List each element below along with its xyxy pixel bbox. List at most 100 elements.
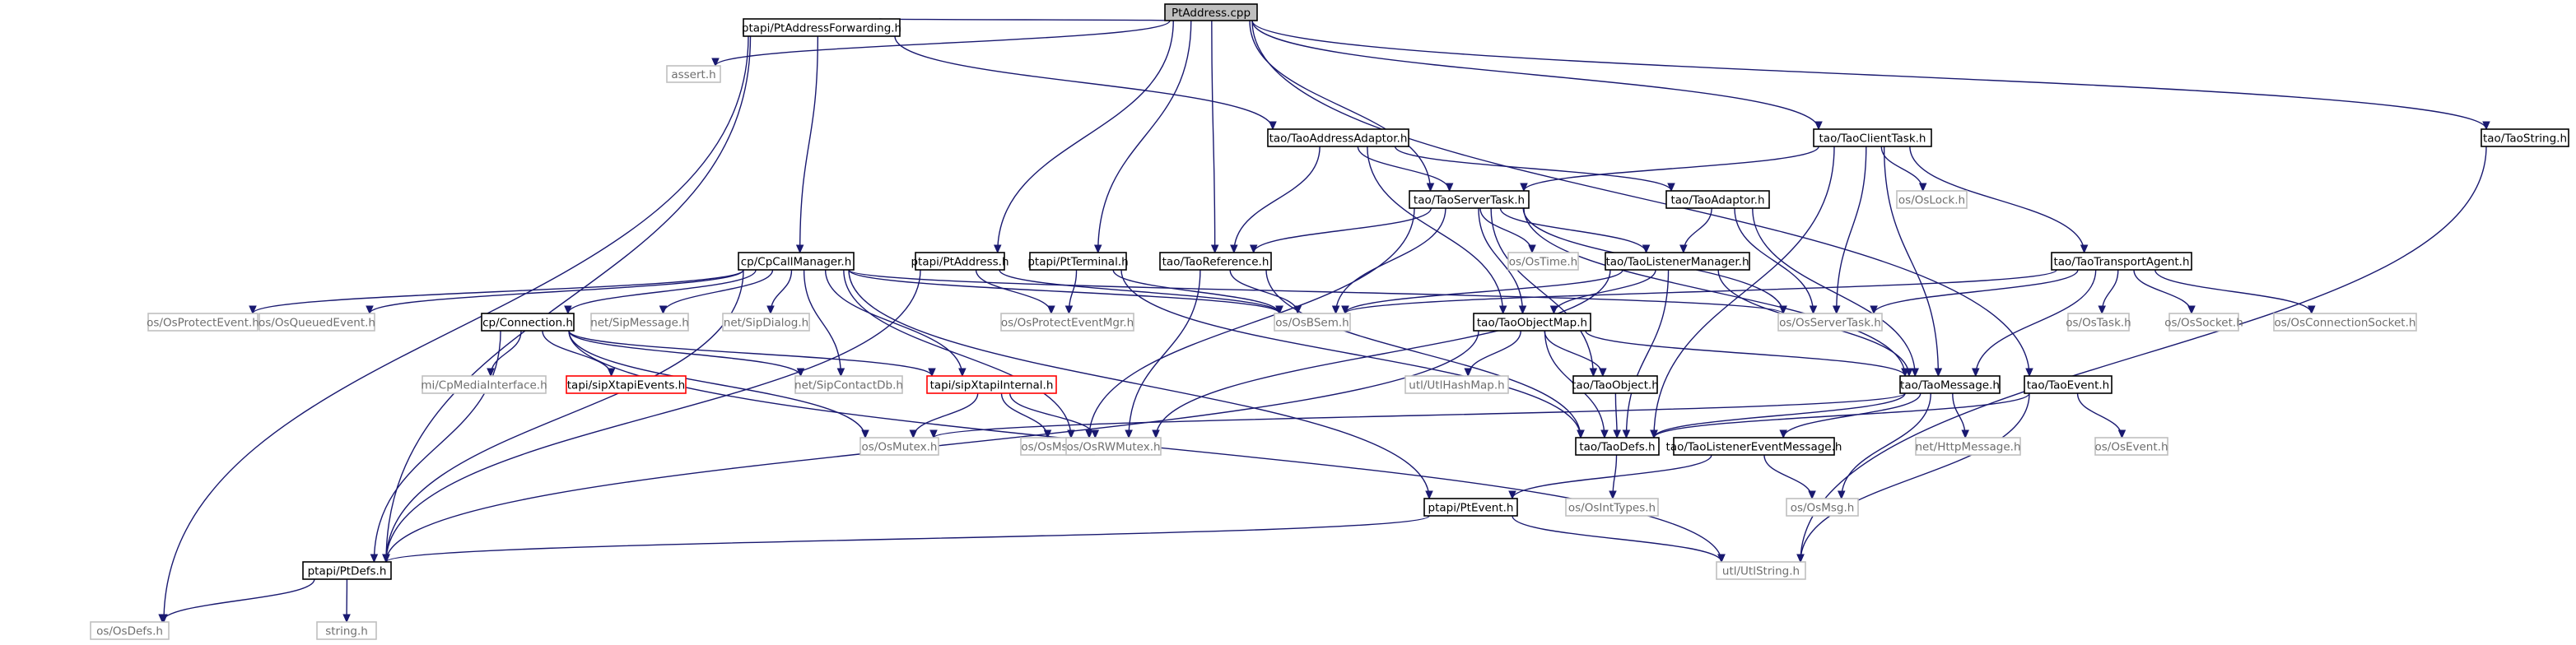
node-servertask[interactable]: tao/TaoServerTask.h xyxy=(1409,190,1530,209)
arrowhead-ptterminal-to-osbsem xyxy=(1275,305,1283,315)
node-taoreference[interactable]: tao/TaoReference.h xyxy=(1159,252,1272,271)
arrowhead-servertask-to-listenermgr xyxy=(1642,244,1651,254)
node-box xyxy=(1786,498,1859,517)
edge-cpcallmgr-to-osrwmutex xyxy=(843,269,1072,439)
node-listenermgr[interactable]: tao/TaoListenerManager.h xyxy=(1605,252,1750,271)
edge-root-to-taoreference xyxy=(1211,20,1216,253)
arrowhead-root-to-ptaddress xyxy=(993,244,1002,254)
edge-objectmap-to-taomessage xyxy=(1585,330,1906,377)
node-transportagent[interactable]: tao/TaoTransportAgent.h xyxy=(2051,252,2192,271)
arrowhead-ptevent-to-ptdefs xyxy=(382,554,390,564)
node-label: os/OsRWMutex.h xyxy=(1066,441,1160,454)
node-osconnsocket: os/OsConnectionSocket.h xyxy=(2273,313,2417,332)
node-utlstring: utl/UtlString.h xyxy=(1716,561,1806,580)
node-ptevent[interactable]: ptapi/PtEvent.h xyxy=(1423,498,1518,517)
node-box xyxy=(926,375,1057,394)
node-adaptor[interactable]: tao/TaoAdaptor.h xyxy=(1665,190,1770,209)
edge-listenereventmsg-to-ptevent xyxy=(1512,454,1712,499)
node-addradaptor[interactable]: tao/TaoAddressAdaptor.h xyxy=(1267,128,1409,147)
node-label: PtAddress.cpp xyxy=(1172,7,1251,20)
arrowhead-addradaptor-to-servertask xyxy=(1445,183,1454,193)
node-clienttask[interactable]: tao/TaoClientTask.h xyxy=(1813,128,1932,147)
arrowhead-addradaptor-to-adaptor xyxy=(1667,183,1675,193)
edge-ptfwd-to-addradaptor xyxy=(894,35,1274,130)
node-root[interactable]: PtAddress.cpp xyxy=(1164,3,1258,21)
edge-adaptor-to-taomessage xyxy=(1752,207,1916,377)
node-sipxtapievents[interactable]: tapi/sipXtapiEvents.h xyxy=(566,375,687,394)
node-box xyxy=(1164,3,1258,21)
arrowhead-ptfwd-to-addradaptor xyxy=(1269,121,1277,131)
node-box xyxy=(1605,252,1750,271)
node-box xyxy=(1000,313,1134,332)
node-label: tao/TaoAdaptor.h xyxy=(1670,194,1764,207)
edge-ptevent-to-utlstring xyxy=(1512,515,1722,563)
edge-servertask-to-taoreference xyxy=(1253,207,1432,253)
node-label: os/OsBSem.h xyxy=(1275,317,1349,330)
arrowhead-connection-to-cpmedia xyxy=(487,368,495,378)
node-connection[interactable]: cp/Connection.h xyxy=(481,313,575,332)
node-box xyxy=(259,313,375,332)
node-cpcallmgr[interactable]: cp/CpCallManager.h xyxy=(738,252,855,271)
arrowhead-servertask-to-osbsem xyxy=(1331,305,1340,315)
arrowhead-transportagent-to-osbsem xyxy=(1341,305,1349,315)
edge-ptaddress-to-osbsem xyxy=(999,269,1280,314)
node-objectmap[interactable]: tao/TaoObjectMap.h xyxy=(1473,313,1591,332)
node-label: tao/TaoClientTask.h xyxy=(1819,132,1926,146)
node-taomessage[interactable]: tao/TaoMessage.h xyxy=(1899,375,2001,394)
node-ptaddress[interactable]: ptapi/PtAddress.h xyxy=(911,252,1009,271)
node-taoobject[interactable]: tao/TaoObject.h xyxy=(1572,375,1659,394)
node-sipxtapiinternal[interactable]: tapi/sipXtapiInternal.h xyxy=(926,375,1057,394)
node-label: assert.h xyxy=(671,68,715,81)
edge-clienttask-to-servertask xyxy=(1523,146,1819,192)
node-label: tao/TaoAddressAdaptor.h xyxy=(1269,132,1408,146)
node-osprotecteventmgr: os/OsProtectEventMgr.h xyxy=(1000,313,1134,332)
edge-cpcallmgr-to-ptevent xyxy=(848,269,1430,499)
arrowhead-servertask-to-osmsgq xyxy=(1085,429,1093,439)
edge-ptterminal-to-taodefs xyxy=(1120,269,1581,439)
node-osinttypes: os/OsIntTypes.h xyxy=(1565,498,1659,517)
edge-root-to-servertask xyxy=(1249,20,1432,192)
edge-servertask-to-osmsgq xyxy=(1088,207,1415,439)
edge-root-to-taoevent xyxy=(1251,20,2030,377)
node-box xyxy=(1507,252,1579,271)
edge-adaptor-to-listenermgr xyxy=(1683,207,1712,253)
node-box xyxy=(1813,128,1932,147)
edge-taomessage-to-osmutex xyxy=(933,392,1906,439)
node-taostring[interactable]: tao/TaoString.h xyxy=(2481,128,2569,147)
node-ptterminal[interactable]: ptapi/PtTerminal.h xyxy=(1027,252,1129,271)
node-ptdefs[interactable]: ptapi/PtDefs.h xyxy=(302,561,392,580)
edge-connection-to-osmutex xyxy=(568,330,866,439)
arrowhead-connection-to-ptdefs xyxy=(370,554,379,564)
node-box xyxy=(147,313,259,332)
edge-ptfwd-to-osdefs xyxy=(163,35,749,623)
node-box xyxy=(722,313,810,332)
edge-addradaptor-to-objectmap xyxy=(1367,146,1504,314)
edge-transportagent-to-ossocket xyxy=(2133,269,2192,314)
node-box xyxy=(1423,498,1518,517)
arrowhead-listenereventmsg-to-osmsg xyxy=(1808,490,1816,500)
node-label: tao/TaoDefs.h xyxy=(1579,441,1655,454)
edge-servertask-to-taomessage xyxy=(1523,207,1906,377)
node-label: ptapi/PtDefs.h xyxy=(308,565,387,578)
arrowhead-transportagent-to-osconnsocket xyxy=(2308,305,2316,315)
node-label: tao/TaoServerTask.h xyxy=(1414,194,1525,207)
edge-objectmap-to-utlhashmap xyxy=(1467,330,1521,377)
arrowhead-taodefs-to-osinttypes xyxy=(1609,490,1617,500)
edge-root-to-ptterminal xyxy=(1097,20,1192,253)
edge-servertask-to-osbsem xyxy=(1335,207,1446,314)
node-box xyxy=(1896,190,1968,209)
arrowhead-cpcallmgr-to-sipdialog xyxy=(766,305,775,315)
edge-clienttask-to-osservertask xyxy=(1836,146,1867,314)
node-box xyxy=(738,252,855,271)
node-box xyxy=(859,437,939,456)
edge-cpcallmgr-to-sipxtapiinternal xyxy=(824,269,963,377)
node-box xyxy=(1572,375,1658,394)
node-ptfwd[interactable]: ptapi/PtAddressForwarding.h xyxy=(742,18,901,37)
node-box xyxy=(2481,128,2569,147)
node-listenereventmsg[interactable]: tao/TaoListenerEventMessage.h xyxy=(1666,437,1842,456)
node-sipmessage: net/SipMessage.h xyxy=(590,313,689,332)
arrowhead-taomessage-to-listenereventmsg xyxy=(1779,429,1787,439)
node-taoevent[interactable]: tao/TaoEvent.h xyxy=(2024,375,2113,394)
node-taodefs[interactable]: tao/TaoDefs.h xyxy=(1575,437,1660,456)
